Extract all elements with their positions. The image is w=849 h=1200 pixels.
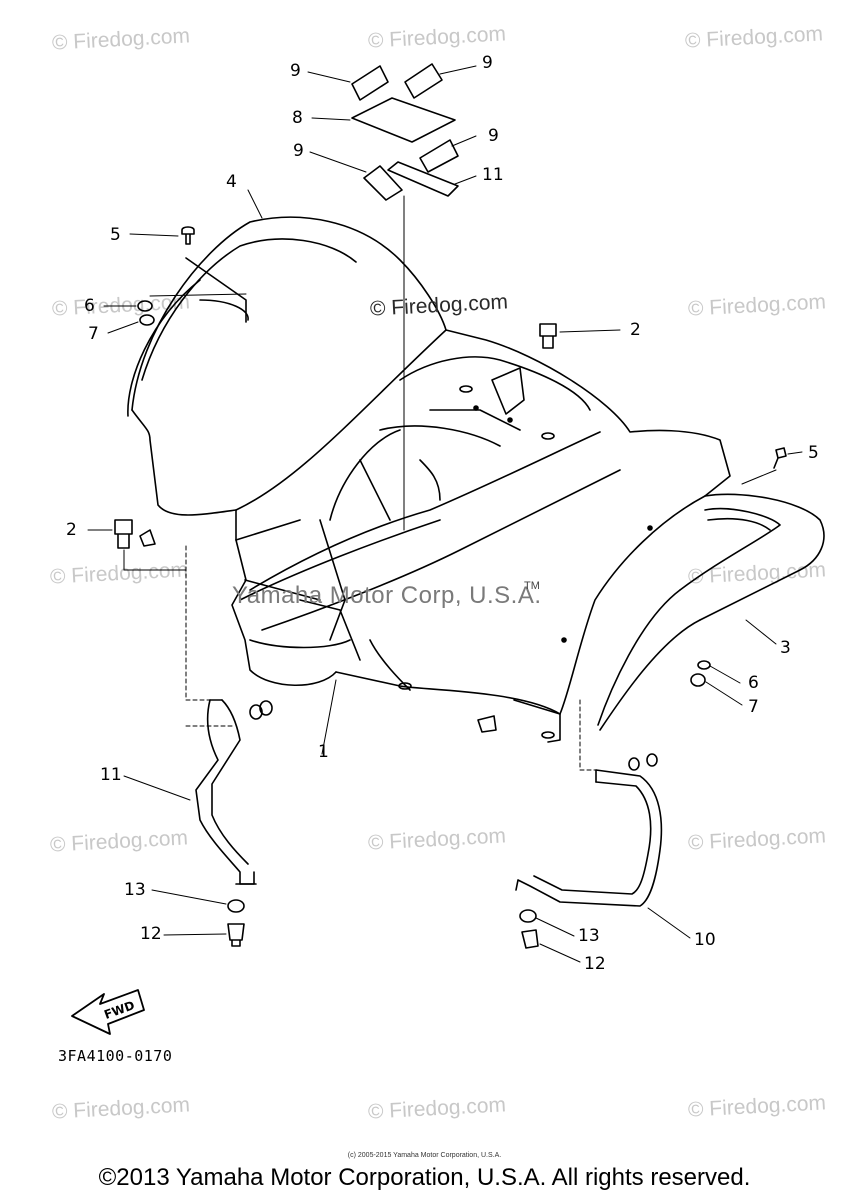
- washer-7-right: [690, 673, 706, 687]
- bolt-2-left: [114, 519, 133, 549]
- callout-13: 13: [578, 926, 600, 946]
- washer-7-left: [139, 314, 155, 326]
- grab-bar-right: [515, 769, 663, 907]
- washer-13-left: [227, 899, 245, 913]
- callout-5: 5: [110, 225, 121, 245]
- small-copyright: (c) 2005-2015 Yamaha Motor Corporation, …: [347, 1152, 502, 1159]
- callout-10: 10: [694, 930, 716, 950]
- callout-9: 9: [293, 141, 304, 161]
- washer-13-right: [519, 909, 537, 923]
- copyright-notice: ©2013 Yamaha Motor Corporation, U.S.A. A…: [98, 1164, 751, 1191]
- callout-5: 5: [808, 443, 819, 463]
- callout-12: 12: [584, 954, 606, 974]
- callout-9: 9: [482, 53, 493, 73]
- strip-11-top: [387, 161, 459, 197]
- grab-bar-left: [195, 699, 257, 885]
- callout-13: 13: [124, 880, 146, 900]
- callout-2: 2: [66, 520, 77, 540]
- bolt-5-right: [773, 447, 787, 469]
- pad-set: [351, 63, 459, 201]
- left-fender: [127, 216, 447, 541]
- callout-9: 9: [290, 61, 301, 81]
- fwd-arrow: FWD: [71, 989, 145, 1035]
- callout-12: 12: [140, 924, 162, 944]
- nut-6-left: [137, 300, 153, 312]
- bolt-12-left: [227, 923, 245, 947]
- watermark-corp: Yamaha Motor Corp, U.S.A.: [232, 582, 542, 609]
- callout-6: 6: [84, 296, 95, 316]
- pad-9-mid-right: [419, 139, 459, 173]
- trademark: TM: [524, 580, 540, 592]
- pad-9-top-right: [404, 63, 443, 99]
- pad-9-top-left: [351, 65, 389, 101]
- callout-11: 11: [482, 165, 504, 185]
- part-code: 3FA4100-0170: [58, 1047, 173, 1065]
- callout-2: 2: [630, 320, 641, 340]
- nut-right-a: [628, 757, 640, 771]
- callout-11: 11: [100, 765, 122, 785]
- bolt-12-right: [521, 929, 539, 949]
- callout-4: 4: [226, 172, 237, 192]
- callout-8: 8: [292, 108, 303, 128]
- nut-left-b: [259, 700, 273, 716]
- screw-bottom: [477, 715, 497, 733]
- pad-8: [351, 97, 456, 143]
- pad-9-mid-left: [363, 165, 403, 201]
- callout-1: 1: [318, 742, 329, 762]
- bolt-2-right: [539, 323, 557, 349]
- bolt-5-left: [181, 226, 195, 245]
- rear-body: [231, 329, 731, 743]
- screw-left: [139, 529, 156, 547]
- nut-right-b: [646, 753, 658, 767]
- right-fender: [597, 493, 825, 731]
- callout-7: 7: [748, 697, 759, 717]
- fasteners: [114, 226, 787, 771]
- nut-6-right: [697, 660, 711, 670]
- callout-3: 3: [780, 638, 791, 658]
- callout-6: 6: [748, 673, 759, 693]
- callout-9: 9: [488, 126, 499, 146]
- callout-7: 7: [88, 324, 99, 344]
